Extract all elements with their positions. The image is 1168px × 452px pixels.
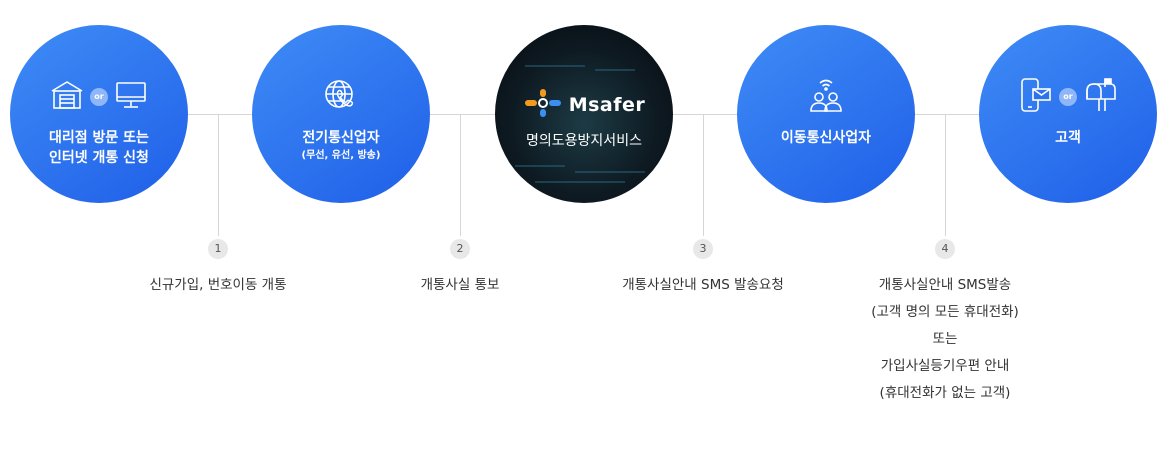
code-background [495,25,673,203]
step-text-line: (고객 명의 모든 휴대전화) [871,304,1019,320]
step-4-text: 개통사실안내 SMS발송 (고객 명의 모든 휴대전화) 또는 가입사실등기우편… [815,272,1075,407]
store-icon [50,80,84,114]
node-sublabel: (무선, 유선, 방송) [301,150,381,161]
step-4-connector [945,114,946,236]
step-1-text: 신규가입, 번호이동 개통 [88,272,348,299]
node-label: 전기통신업자 [302,130,380,146]
users-wifi-icon [808,77,844,117]
step-2-text: 개통사실 통보 [330,272,590,299]
node-label: 명의도용방지서비스 [526,133,642,149]
step-2-connector [460,114,461,236]
step-3-connector [703,114,704,236]
step-1-connector [218,114,219,236]
step-number: 3 [693,239,713,259]
step-number: 1 [208,239,228,259]
step-text-line: 개통사실안내 SMS 발송요청 [622,277,784,293]
or-badge: or [1059,88,1077,106]
msafer-logo-icon [523,89,563,121]
node-label: 고객 [1055,130,1081,146]
step-text-line: 신규가입, 번호이동 개통 [149,277,287,293]
node-label: 이동통신사업자 [780,130,872,146]
brand-name: Msafer [568,94,646,116]
monitor-icon [114,80,148,114]
node-telecom-operator: 전기통신업자 (무선, 유선, 방송) [252,25,430,203]
globe-phone-icon [323,77,359,117]
step-text-line: 개통사실 통보 [420,277,500,293]
step-text-line: 가입사실등기우편 안내 [880,358,1010,374]
node-msafer: Msafer 명의도용방지서비스 [495,25,673,203]
step-text-line: 또는 [932,331,958,347]
step-text-line: 개통사실안내 SMS발송 [878,277,1012,293]
mobile-message-icon [1019,77,1053,117]
step-number: 4 [935,239,955,259]
step-text-line: (휴대전화가 없는 고객) [879,385,1011,401]
node-customer: or 고객 [979,25,1157,203]
node-agency: or 대리점 방문 또는 인터넷 개통 신청 [10,25,188,203]
node-label: 인터넷 개통 신청 [49,150,149,166]
step-3-text: 개통사실안내 SMS 발송요청 [573,272,833,299]
or-badge: or [90,88,108,106]
mailbox-icon [1083,77,1117,117]
step-number: 2 [450,239,470,259]
node-label: 대리점 방문 또는 [49,130,149,146]
node-mobile-carrier: 이동통신사업자 [737,25,915,203]
